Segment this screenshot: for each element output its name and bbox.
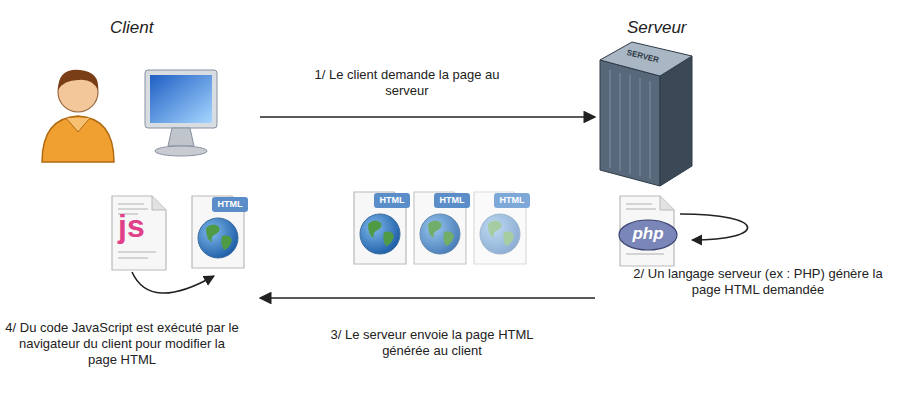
html-badge xyxy=(374,193,410,208)
client-person xyxy=(42,70,114,162)
php-file-icon xyxy=(619,196,677,266)
html-badge xyxy=(494,193,530,208)
execution-arrow xyxy=(132,272,214,293)
group-heading: Serveur xyxy=(627,18,687,38)
group-heading: Client xyxy=(110,18,153,38)
step-note: 2/ Un langage serveur (ex : PHP) génère … xyxy=(620,266,896,298)
server-tower xyxy=(600,42,692,186)
request-arrow xyxy=(260,297,595,299)
step-label: 3/ Le serveur envoie la page HTML généré… xyxy=(306,326,558,360)
badge-text: HTML xyxy=(434,193,470,208)
step-note: 4/ Du code JavaScript est exécuté par le… xyxy=(4,320,240,368)
html-badge xyxy=(434,193,470,208)
request-arrow xyxy=(260,116,595,118)
badge-text: HTML xyxy=(374,193,410,208)
client-group: Client xyxy=(40,12,260,304)
js-file-icon xyxy=(112,196,166,270)
badge-text: HTML xyxy=(212,197,248,212)
html-badge xyxy=(212,197,248,212)
logo-text: php xyxy=(622,224,674,244)
generation-arrow xyxy=(680,214,748,240)
client-monitor xyxy=(145,70,217,156)
step-label: 1/ Le client demande la page au serveur xyxy=(292,66,522,100)
badge-text: HTML xyxy=(494,193,530,208)
file-type-text: js xyxy=(118,208,145,245)
